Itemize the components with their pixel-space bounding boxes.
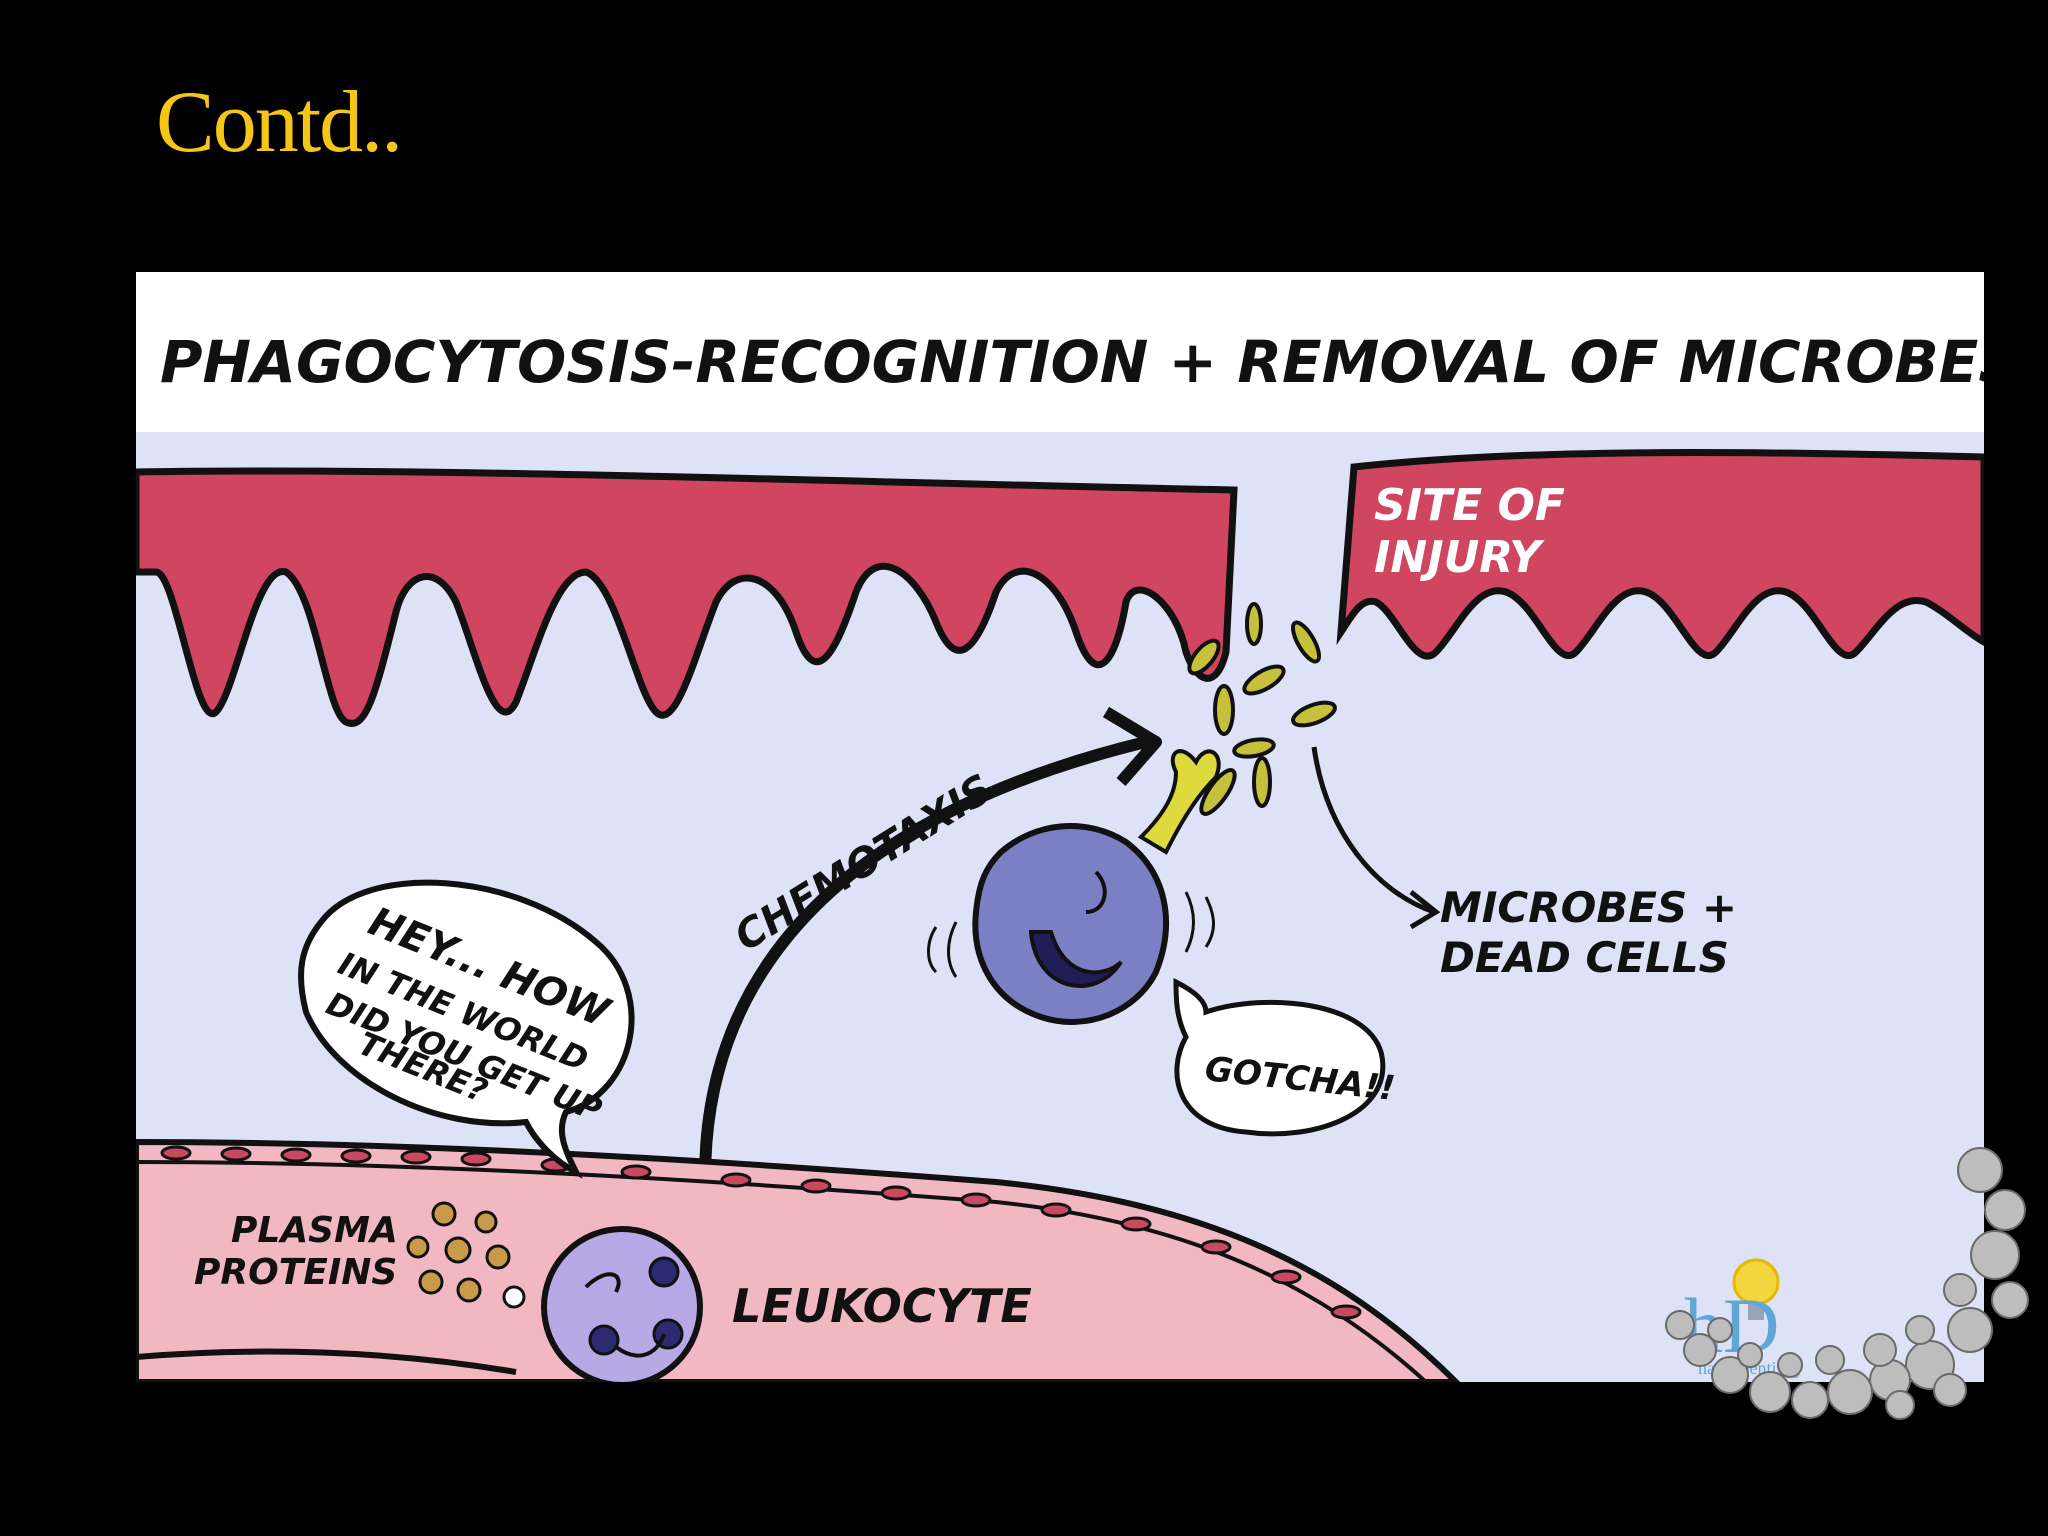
microbes-arrow [1311,746,1435,915]
plasma-protein-dots [406,1201,526,1309]
phagocytosis-diagram: PHAGOCYTOSIS-RECOGNITION + REMOVAL OF MI… [136,272,1984,1382]
leukocyte-speech-bubble [298,879,635,1179]
microbes-label-line1: MICROBES + [1440,883,1737,932]
chemotaxis-arrow [699,736,1148,1203]
plasma-proteins-label-line2: PROTEINS [194,1252,397,1293]
leukocyte-nuclei [588,1256,684,1356]
gotcha-bubble [1173,977,1386,1137]
microbes [1187,602,1337,816]
slide-title: Contd.. [156,74,403,171]
diagram-heading: PHAGOCYTOSIS-RECOGNITION + REMOVAL OF MI… [160,328,1984,396]
endothelial-cells [160,1145,1362,1320]
tissue-layer-right [1336,449,1984,660]
plasma-proteins-label-line1: PLASMA [231,1210,398,1251]
endothelium-line [136,1160,1428,1382]
chemotaxis-arrowhead [1102,706,1162,786]
macrophage-eye [1085,870,1107,914]
leukocyte-cell [541,1226,703,1382]
tissue-layer-left [136,467,1238,727]
motion-lines-right [1184,891,1215,953]
macrophage-smile [1028,930,1123,988]
site-of-injury-label-line2: INJURY [1374,532,1545,583]
pseudopod [1137,749,1221,855]
leukocyte-label: LEUKOCYTE [732,1279,1032,1333]
motion-lines-left [927,921,958,978]
macrophage-cell [972,823,1169,1025]
vessel-bottom-wall [136,1348,517,1375]
blood-vessel [136,1138,1461,1382]
bacteria-cluster-decoration [1665,1147,2029,1420]
microbes-arrowhead [1409,890,1441,930]
microbes-label-line2: DEAD CELLS [1440,933,1729,982]
site-of-injury-label-line1: SITE OF [1374,480,1565,531]
leukocyte-face [584,1272,666,1358]
